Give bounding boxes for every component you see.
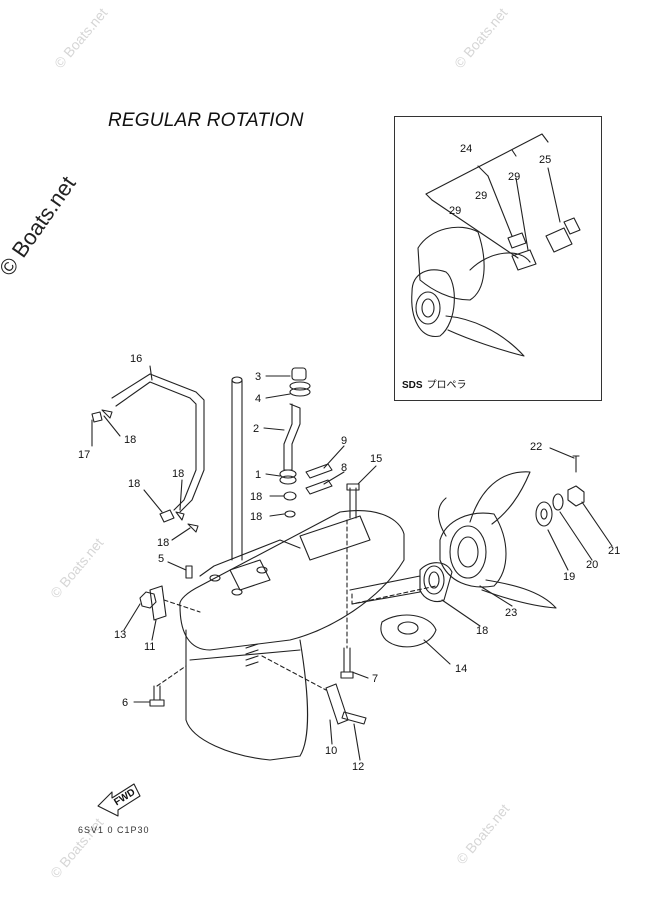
callout-26: 23 xyxy=(505,607,517,619)
callout-4: 4 xyxy=(255,393,261,405)
callout-25: 22 xyxy=(530,441,542,453)
callout-22: 19 xyxy=(563,571,575,583)
fwd-arrow xyxy=(97,783,141,817)
diagram-title: REGULAR ROTATION xyxy=(108,110,304,131)
callout-29-right: 29 xyxy=(508,171,520,183)
callout-20: 18 xyxy=(250,491,262,503)
callout-18-upper: 18 xyxy=(124,434,136,446)
callout-14: 14 xyxy=(455,663,467,675)
callout-18-lower: 18 xyxy=(157,537,169,549)
callout-5: 5 xyxy=(158,553,164,565)
callout-12: 12 xyxy=(352,761,364,773)
callout-18-mid: 18 xyxy=(172,468,184,480)
callout-17: 17 xyxy=(78,449,90,461)
leader-lines xyxy=(91,365,613,761)
callout-19: 18 xyxy=(250,511,262,523)
callout-3: 3 xyxy=(255,371,261,383)
callout-21: 18 xyxy=(476,625,488,637)
callout-24: 21 xyxy=(608,545,620,557)
callout-labels: 3 4 2 1 18 18 9 8 15 16 18 17 18 18 18 5… xyxy=(78,143,620,773)
callout-18-left: 18 xyxy=(128,478,140,490)
callout-8: 8 xyxy=(341,462,347,474)
callout-23: 20 xyxy=(586,559,598,571)
callout-27: 24 xyxy=(460,143,472,155)
callout-16: 16 xyxy=(130,353,142,365)
callout-10: 10 xyxy=(325,745,337,757)
callout-7: 7 xyxy=(372,673,378,685)
callout-11: 11 xyxy=(144,641,155,653)
lower-casing-drawing xyxy=(91,367,585,761)
callout-29-left: 29 xyxy=(449,205,461,217)
callout-1: 1 xyxy=(255,469,261,481)
diagram-code: 6SV1 0 C1P30 xyxy=(78,825,150,835)
callout-15: 15 xyxy=(370,453,382,465)
callout-9: 9 xyxy=(341,435,347,447)
callout-13: 13 xyxy=(114,629,126,641)
callout-2: 2 xyxy=(253,423,259,435)
callout-29-mid: 29 xyxy=(475,190,487,202)
sds-label-jp: プロペラ xyxy=(426,380,467,391)
callout-6: 6 xyxy=(122,697,128,709)
inset-propeller-drawing xyxy=(411,133,581,357)
sds-label: SDS xyxy=(402,380,423,391)
callout-28: 25 xyxy=(539,154,551,166)
sds-inset-frame xyxy=(394,116,602,401)
